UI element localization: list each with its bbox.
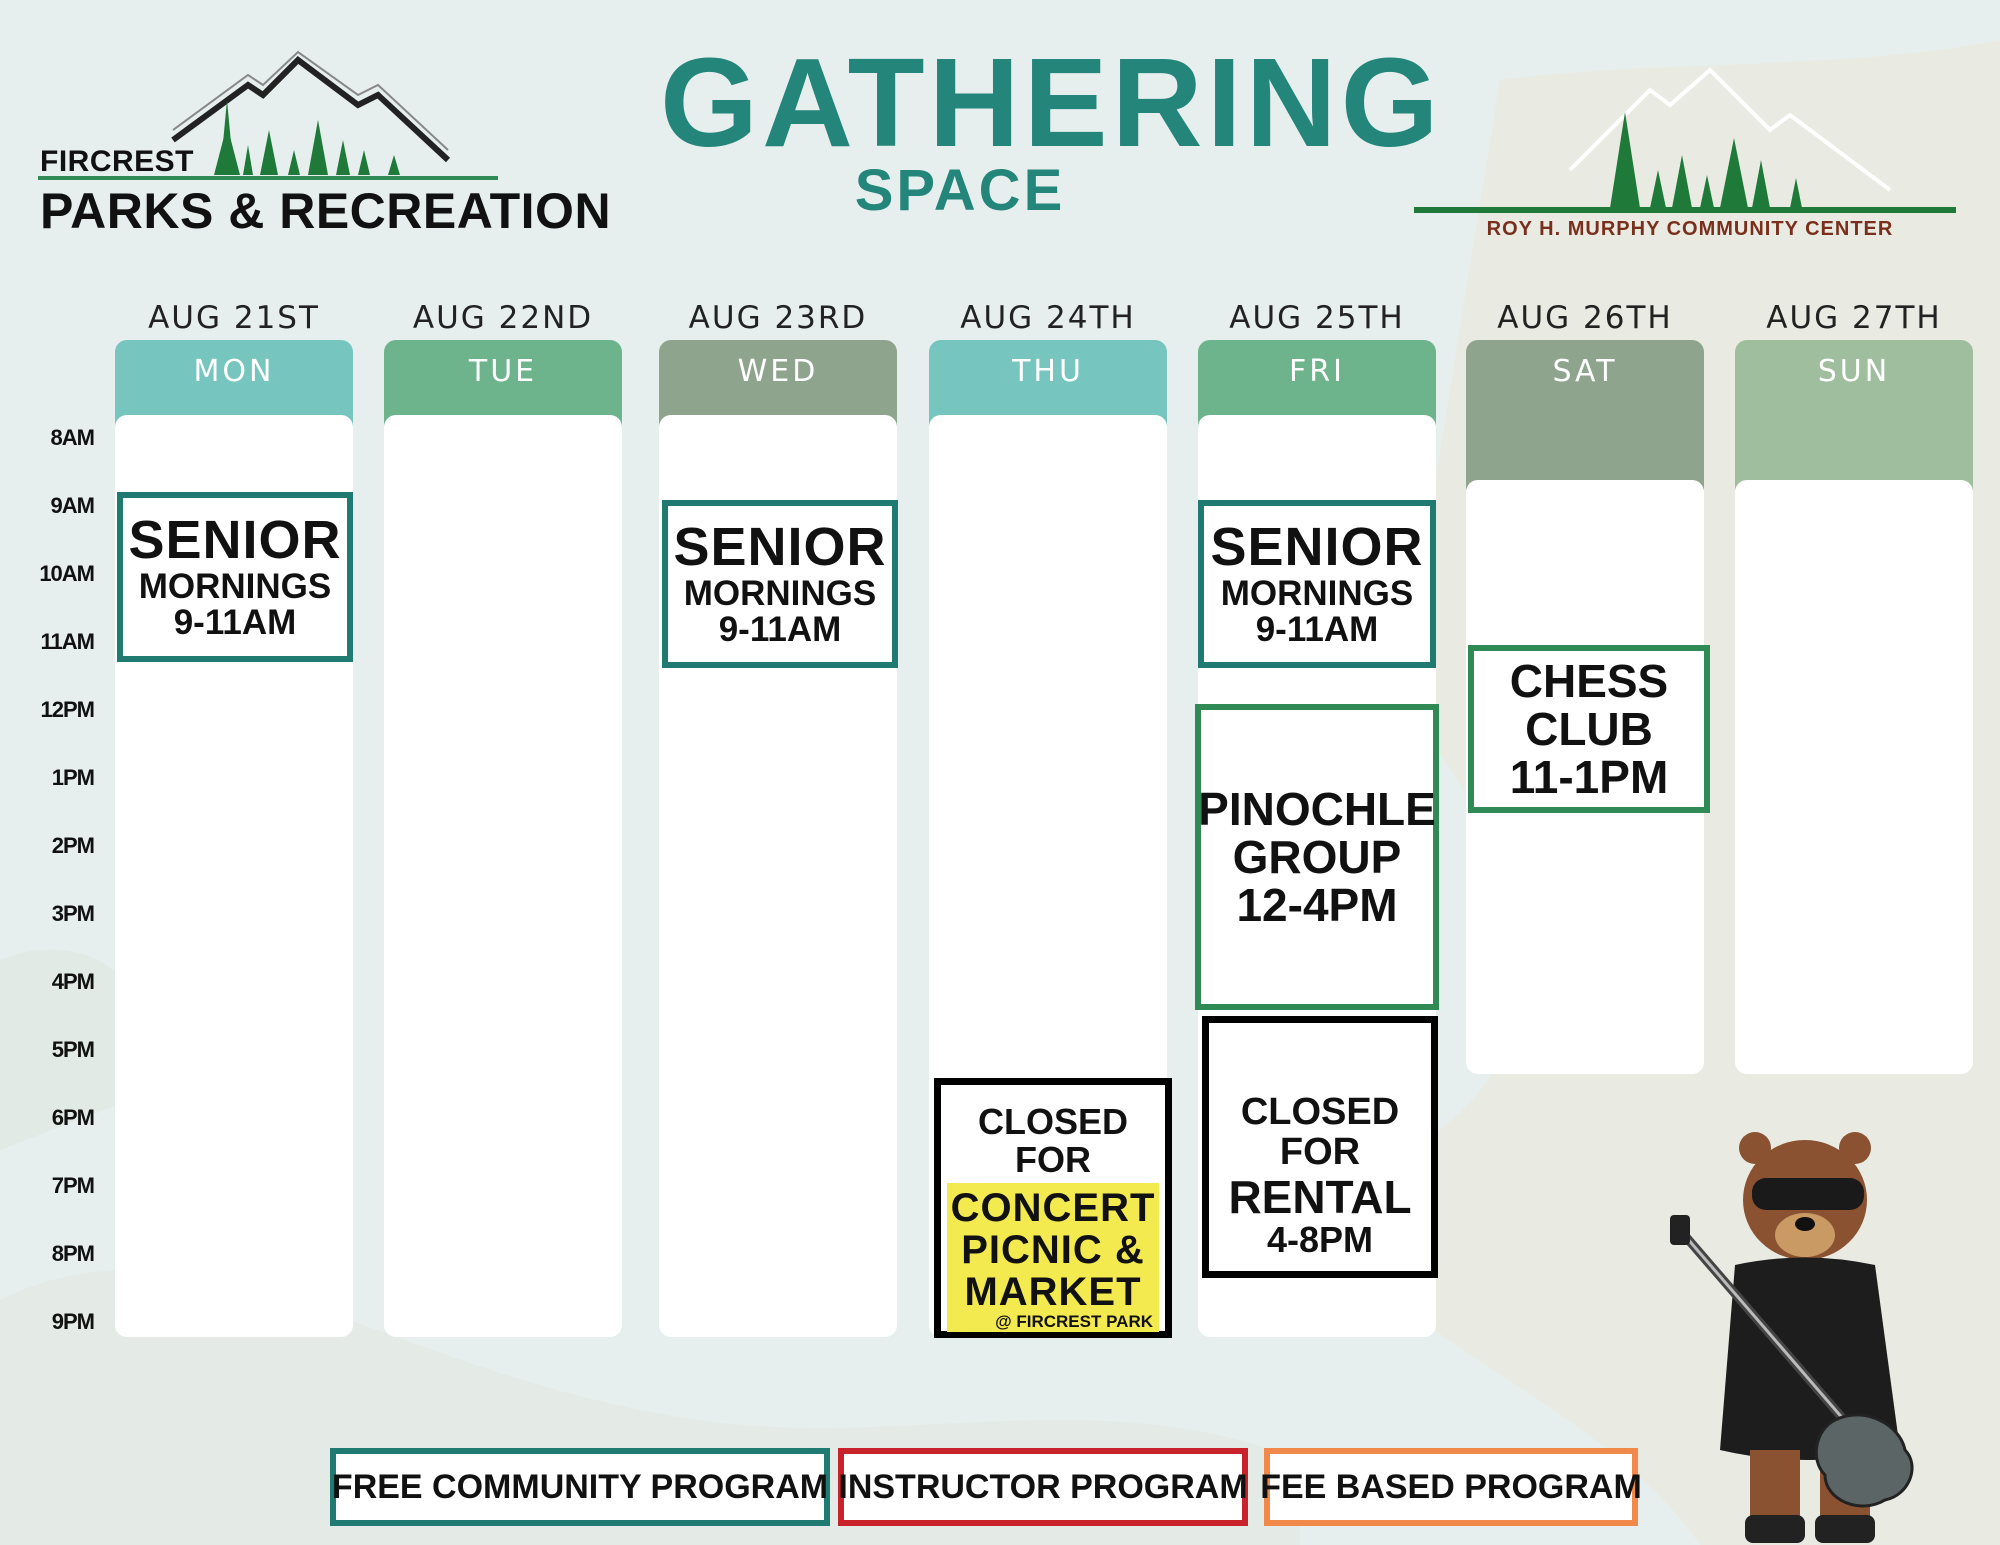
event-line: 4-8PM bbox=[1266, 1219, 1374, 1261]
event-line: SENIOR bbox=[673, 516, 887, 577]
time-label: 3PM bbox=[51, 901, 95, 926]
mountain-icon bbox=[171, 50, 451, 163]
event-line: GROUP bbox=[1232, 830, 1402, 883]
legend-free-community-program: FREE COMMUNITY PROGRAM bbox=[330, 1448, 830, 1526]
day-date: AUG 21ST bbox=[148, 300, 320, 336]
day-body bbox=[384, 415, 622, 1337]
event-line: RENTAL bbox=[1228, 1170, 1412, 1223]
pine-tree-icon bbox=[1610, 112, 1802, 208]
event-line: SENIOR bbox=[128, 509, 342, 570]
event-line: MORNINGS bbox=[1220, 573, 1414, 613]
event-senior-mornings-wed[interactable]: SENIOR MORNINGS 9-11AM bbox=[662, 500, 898, 668]
event-line: CLOSED FOR bbox=[977, 1101, 1128, 1180]
parks-logo-graphic bbox=[38, 50, 498, 180]
event-line: 9-11AM bbox=[1255, 610, 1379, 650]
event-line: CHESS bbox=[1509, 654, 1669, 707]
time-label: 4PM bbox=[51, 969, 95, 994]
event-chess-club-sat[interactable]: CHESS CLUB 11-1PM bbox=[1468, 645, 1710, 813]
day-date: AUG 24TH bbox=[960, 300, 1136, 336]
community-center-logo-graphic bbox=[1414, 67, 1956, 213]
day-column-sun: AUG 27TH SUN bbox=[1735, 300, 1973, 1340]
day-column-mon: AUG 21ST MON bbox=[115, 300, 353, 1340]
day-date: AUG 25TH bbox=[1229, 300, 1405, 336]
bear-mascot-icon bbox=[1670, 1132, 1914, 1543]
event-line: MORNINGS bbox=[683, 573, 877, 613]
event-closed-for-concert-thu[interactable]: CLOSED FOR CONCERT PICNIC & MARKET @ FIR… bbox=[934, 1078, 1172, 1338]
day-date: AUG 27TH bbox=[1766, 300, 1942, 336]
time-label: 9PM bbox=[51, 1309, 95, 1334]
event-senior-mornings-fri[interactable]: SENIOR MORNINGS 9-11AM bbox=[1198, 500, 1436, 668]
time-label: 6PM bbox=[51, 1105, 95, 1130]
brand-small-text: FIRCREST bbox=[40, 145, 194, 178]
event-line: MORNINGS bbox=[138, 566, 332, 606]
time-label: 9AM bbox=[50, 493, 95, 518]
page-subtitle: SPACE bbox=[854, 158, 1066, 223]
concert-highlight: CONCERT PICNIC & MARKET @ FIRCREST PARK bbox=[947, 1182, 1159, 1333]
event-line: 9-11AM bbox=[173, 603, 297, 643]
guitar-icon bbox=[1670, 1215, 1914, 1508]
event-line: CONCERT bbox=[950, 1185, 1156, 1230]
event-line: CLUB bbox=[1525, 702, 1653, 755]
time-label: 8PM bbox=[51, 1241, 95, 1266]
event-line: 11-1PM bbox=[1509, 751, 1669, 804]
time-label: 10AM bbox=[39, 561, 95, 586]
time-label: 7PM bbox=[51, 1173, 95, 1198]
day-body bbox=[1735, 480, 1973, 1074]
event-closed-for-rental-fri[interactable]: CLOSED FOR RENTAL 4-8PM bbox=[1202, 1016, 1438, 1278]
legend-instructor-program: INSTRUCTOR PROGRAM bbox=[838, 1448, 1248, 1526]
event-line: MARKET bbox=[964, 1269, 1142, 1314]
time-label: 5PM bbox=[51, 1037, 95, 1062]
event-line: CLOSED FOR bbox=[1240, 1091, 1400, 1173]
day-date: AUG 22ND bbox=[412, 300, 594, 336]
time-label: 8AM bbox=[50, 425, 95, 450]
event-pinochle-group-fri[interactable]: PINOCHLE GROUP 12-4PM bbox=[1195, 704, 1439, 1010]
day-date: AUG 23RD bbox=[688, 300, 868, 336]
event-line: 12-4PM bbox=[1236, 879, 1398, 932]
time-label: 12PM bbox=[40, 697, 95, 722]
event-senior-mornings-mon[interactable]: SENIOR MORNINGS 9-11AM bbox=[117, 492, 353, 662]
event-line: SENIOR bbox=[1210, 516, 1424, 577]
event-line: PINOCHLE bbox=[1198, 782, 1436, 835]
legend-fee-based-program: FEE BASED PROGRAM bbox=[1260, 1448, 1642, 1526]
day-header: SUN bbox=[1735, 340, 1973, 490]
day-date: AUG 26TH bbox=[1497, 300, 1673, 336]
day-header: SAT bbox=[1466, 340, 1704, 490]
time-label: 11AM bbox=[40, 629, 95, 654]
community-center-name: ROY H. MURPHY COMMUNITY CENTER bbox=[1486, 218, 1894, 240]
event-line: 9-11AM bbox=[718, 610, 842, 650]
time-label: 2PM bbox=[51, 833, 95, 858]
event-line: @ FIRCREST PARK bbox=[995, 1311, 1153, 1331]
time-label: 1PM bbox=[51, 765, 95, 790]
pine-tree-icon bbox=[214, 100, 400, 175]
page-title: GATHERING bbox=[660, 32, 1443, 173]
event-line: PICNIC & bbox=[961, 1227, 1145, 1272]
day-column-wed: AUG 23RD WED bbox=[659, 300, 897, 1340]
brand-big-text: PARKS & RECREATION bbox=[40, 183, 612, 239]
day-column-tue: AUG 22ND TUE bbox=[384, 300, 622, 1340]
mountain-icon bbox=[1568, 67, 1892, 192]
